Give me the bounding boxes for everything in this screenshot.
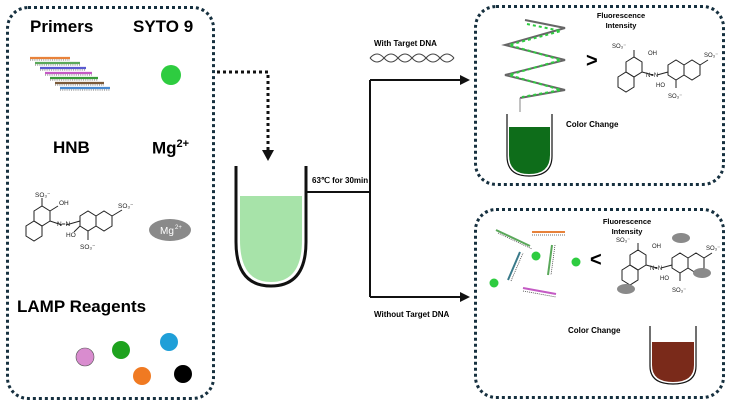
positive-fluorescence-label: Fluorescence Intensity (596, 11, 646, 30)
svg-text:HO: HO (66, 232, 76, 239)
free-syto9-dots (489, 251, 581, 288)
syto9-label: SYTO 9 (133, 17, 194, 36)
negative-comparator: < (590, 249, 602, 271)
hnb-molecule (25, 198, 123, 242)
reagent-dot-pink (75, 347, 95, 367)
negative-color-change-label: Color Change (568, 326, 621, 335)
reagent-dot-blue (160, 333, 178, 351)
without-target-label: Without Target DNA (374, 310, 450, 319)
reagents-panel (6, 6, 215, 400)
mg-badge-text: Mg (160, 226, 174, 237)
without-target-arrowhead (460, 292, 470, 302)
hnb-positive-labels: SO₃⁻ OH N=N SO₃⁻ HO SO₃⁻ (612, 44, 718, 100)
positive-color-change-label: Color Change (566, 120, 619, 129)
svg-text:N=N: N=N (650, 266, 662, 272)
amplified-dna-icon (501, 19, 566, 112)
svg-text:SO₃⁻: SO₃⁻ (706, 246, 720, 252)
svg-text:SO₃⁻: SO₃⁻ (704, 53, 718, 59)
incubation-label: 63℃ for 30min (312, 176, 369, 185)
negative-result-panel (474, 208, 725, 399)
reagent-dot-green (112, 341, 130, 359)
mg-ion-badge: Mg 2+ (149, 219, 191, 241)
with-target-arrowhead (460, 75, 470, 85)
mg-ions-negative (617, 233, 711, 294)
svg-text:SO₃⁻: SO₃⁻ (672, 288, 686, 294)
branch-arrows (306, 79, 462, 298)
add-reagents-arrow (217, 70, 274, 161)
hnb-label: HNB (53, 138, 90, 157)
positive-result-panel (474, 5, 725, 186)
svg-text:OH: OH (652, 244, 661, 250)
target-dna-helix (369, 53, 455, 63)
reagent-dot-orange (133, 367, 151, 385)
hnb-molecule-labels: SO₃⁻ OH N=N SO₃⁻ HO SO₃⁻ (35, 192, 134, 251)
svg-text:N=N: N=N (646, 73, 658, 79)
svg-text:OH: OH (59, 200, 69, 207)
positive-tube (506, 114, 553, 177)
reagent-dot-black (174, 365, 192, 383)
svg-text:N=N: N=N (57, 221, 70, 228)
svg-text:SO₃⁻: SO₃⁻ (612, 44, 626, 50)
primers-label: Primers (30, 17, 94, 36)
svg-text:OH: OH (648, 51, 657, 57)
svg-text:SO₃⁻: SO₃⁻ (616, 238, 630, 244)
lamp-reagents-label: LAMP Reagents (17, 297, 147, 316)
positive-comparator: > (586, 50, 598, 72)
svg-text:SO₃⁻: SO₃⁻ (35, 192, 51, 199)
mg-label-charge: 2+ (176, 138, 190, 150)
unamplified-primers (495, 229, 565, 298)
hnb-molecule-positive (617, 50, 709, 93)
mg-badge-charge: 2+ (175, 225, 182, 231)
mg-label-text: Mg (152, 138, 177, 158)
lamp-reagent-dots (75, 333, 192, 385)
reaction-tube (234, 166, 308, 288)
mg-label: Mg2+ (152, 138, 189, 159)
negative-fluorescence-label: Fluorescence Intensity (602, 217, 652, 236)
negative-tube (649, 326, 697, 385)
syto9-dot (161, 65, 181, 85)
svg-text:HO: HO (656, 83, 665, 89)
svg-text:SO₃⁻: SO₃⁻ (80, 244, 96, 251)
svg-text:SO₃⁻: SO₃⁻ (118, 203, 134, 210)
with-target-label: With Target DNA (374, 39, 437, 48)
primers-icon (30, 56, 110, 91)
svg-text:HO: HO (660, 276, 669, 282)
svg-text:SO₃⁻: SO₃⁻ (668, 94, 682, 100)
hnb-negative-labels: SO₃⁻ OH N=N SO₃⁻ HO SO₃⁻ (616, 238, 720, 294)
